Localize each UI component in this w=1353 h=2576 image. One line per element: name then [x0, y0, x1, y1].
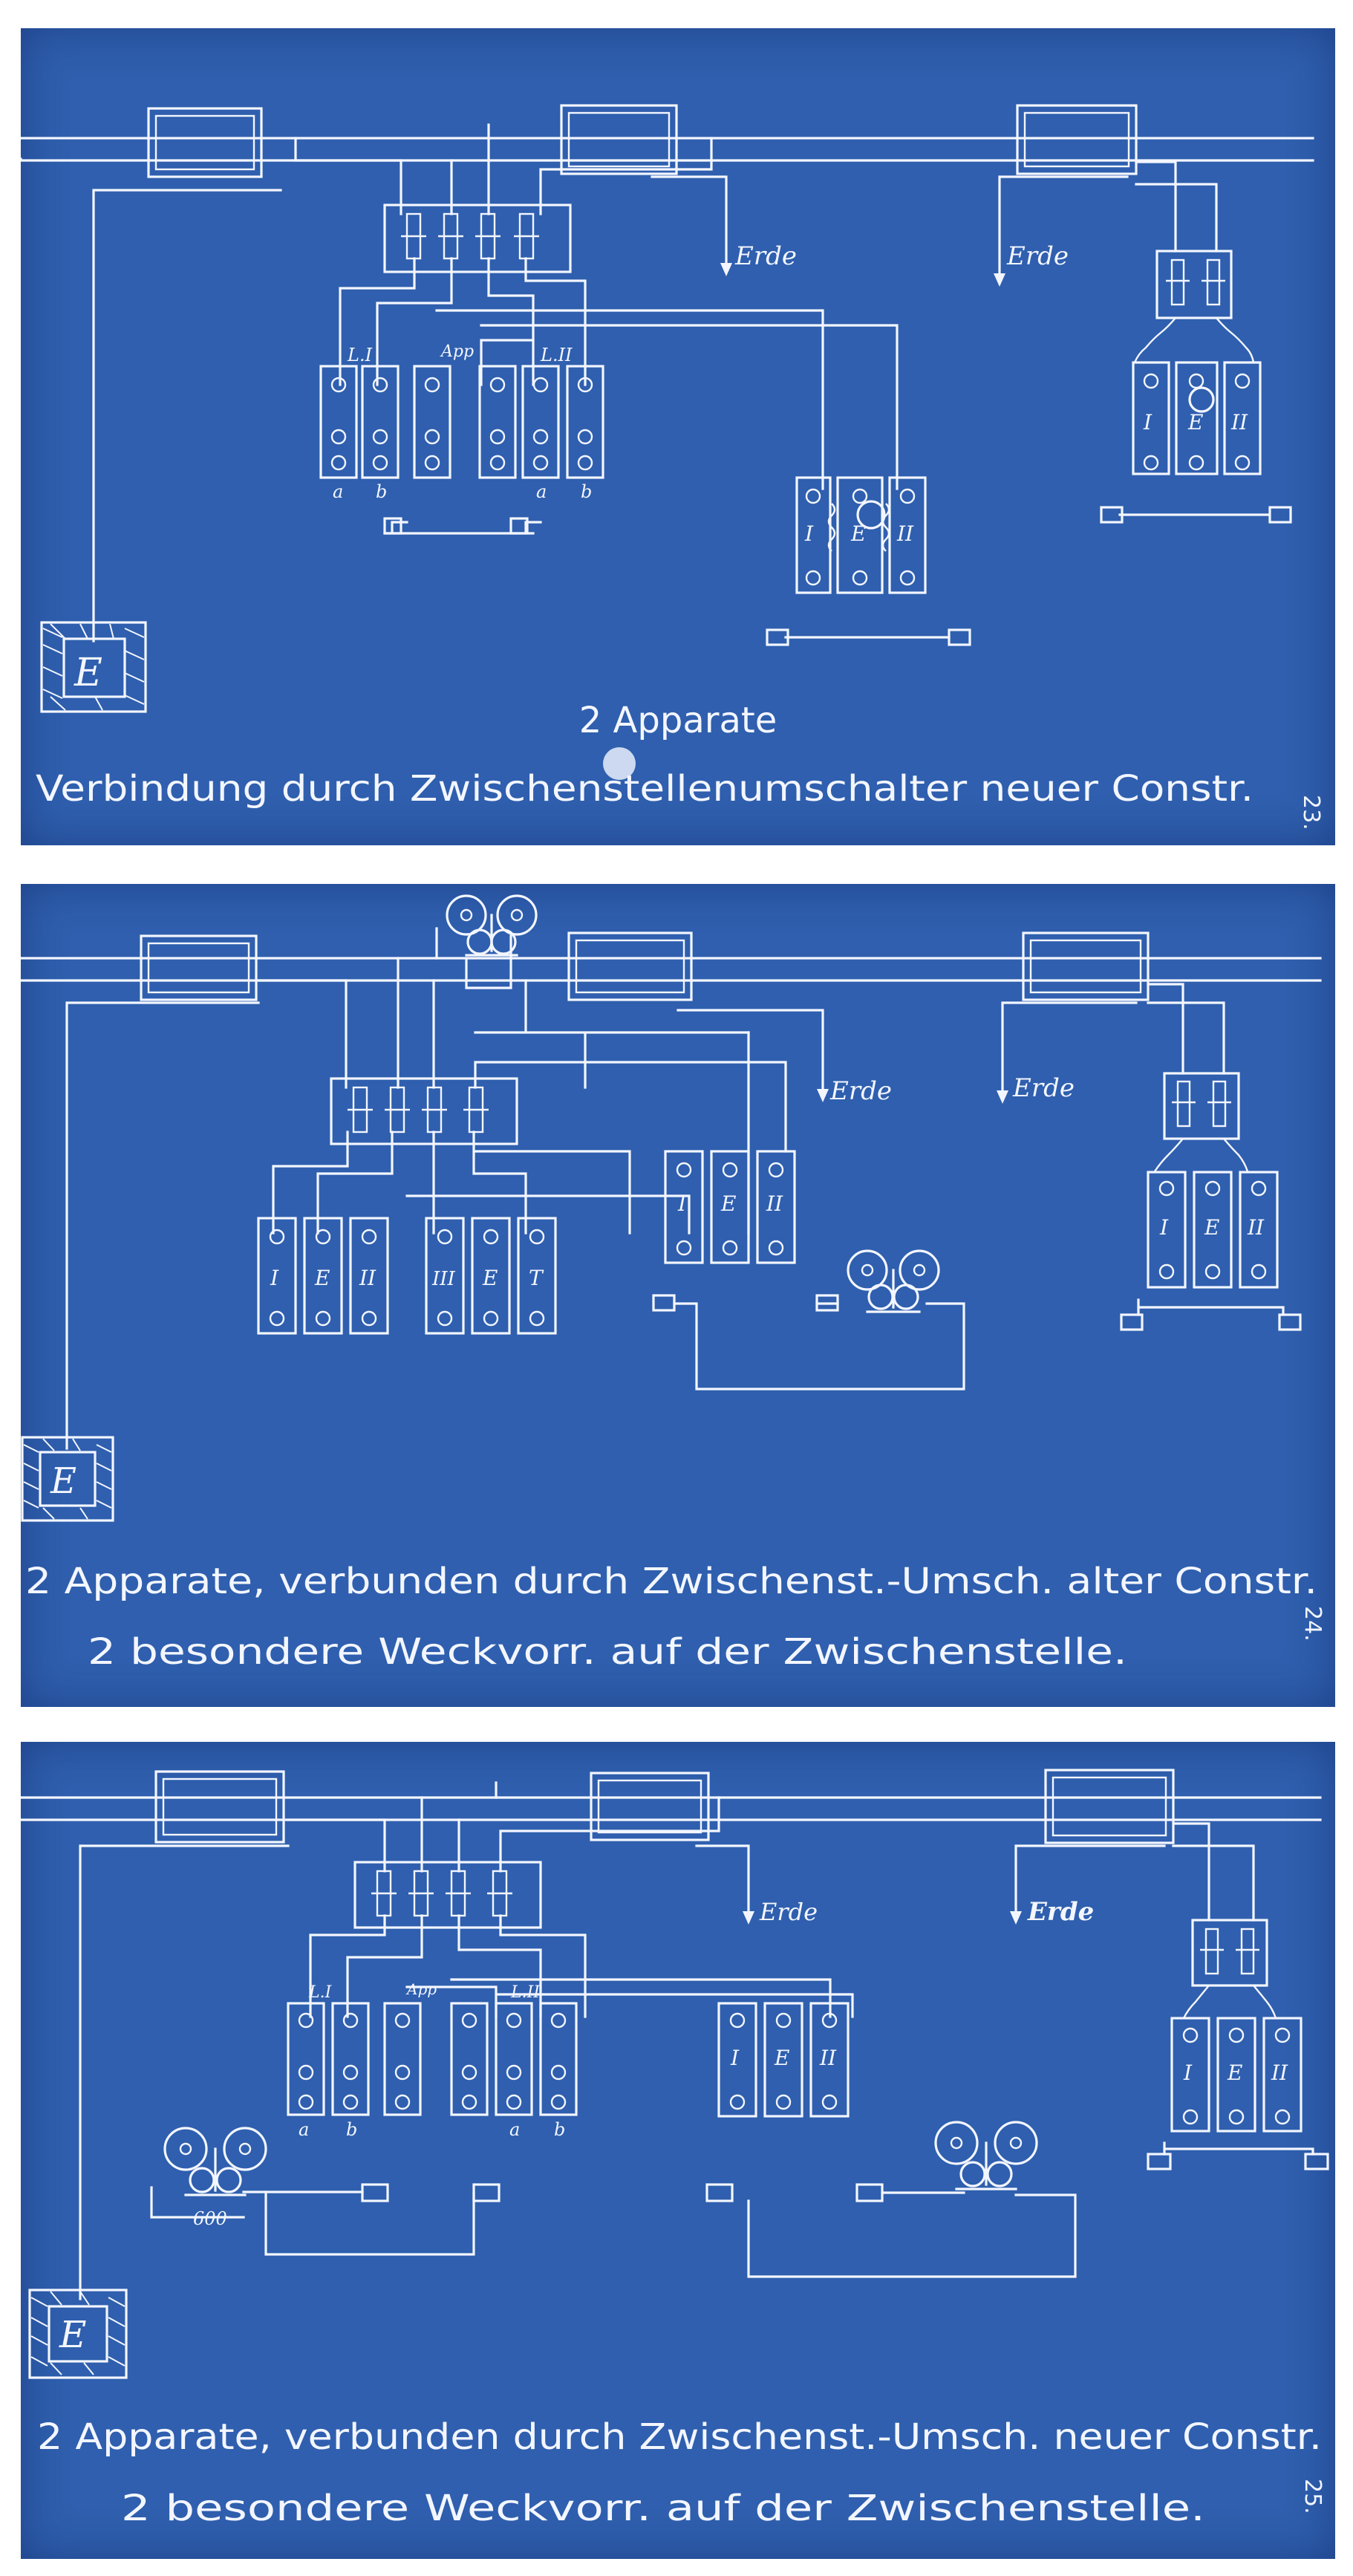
earth-plate: [28, 2289, 128, 2379]
terminal-label-l1: L.I: [308, 1983, 333, 2002]
erde-label-2: Erde: [1027, 1897, 1094, 1927]
terminal-label-l2: L.II: [510, 1983, 541, 2002]
line-protector-1: [154, 1770, 285, 1844]
middle-label-ii: II: [819, 2046, 837, 2070]
panel-25-drawing: Erde Erde E L.I App L.II a b a b 600 I E…: [21, 1769, 1329, 2529]
right-label-ii: II: [1271, 2061, 1288, 2085]
erde-label-2: Erde: [1006, 241, 1069, 271]
caption-line-2: 2 besondere Weckvorr. auf der Zwischenst…: [88, 1631, 1127, 1673]
right-label-i: I: [1183, 2061, 1193, 2085]
diagram-panel-25: Erde Erde E L.I App L.II a b a b 600 I E…: [21, 1742, 1335, 2559]
right-label-ii: II: [1247, 1215, 1265, 1240]
app1-label-ii: II: [896, 521, 914, 546]
app1-label-i: I: [804, 521, 814, 546]
apparatus-2: [1132, 361, 1262, 475]
erde-label-2: Erde: [1012, 1073, 1075, 1103]
erde-label-1: Erde: [734, 241, 797, 271]
terminal-label-b2: b: [554, 2119, 565, 2140]
app1-label-e: E: [850, 521, 866, 546]
middle-label-i: I: [677, 1191, 687, 1216]
app2-label-ii: II: [1230, 410, 1248, 435]
earth-plate: [40, 621, 147, 713]
fuse-block: [383, 204, 572, 273]
paper-spot: [603, 747, 636, 780]
caption-line-2: 2 besondere Weckvorr. auf der Zwischenst…: [121, 2488, 1205, 2529]
caption-line-1: 2 Apparate: [579, 700, 777, 741]
plate-number: 24.: [1300, 1606, 1326, 1642]
earth-plate-label: E: [59, 2313, 87, 2356]
bell-middle: [847, 1249, 940, 1313]
terminal-label-app: App: [405, 1980, 437, 1998]
line-protector-3: [1044, 1769, 1175, 1844]
earth-plate-label: E: [50, 1460, 76, 1502]
panel-23-drawing: Erde Erde E L.I App L.II a b a b I E II …: [21, 104, 1324, 830]
terminal-label-a2: a: [536, 481, 547, 502]
caption-line-2: Verbindung durch Zwischenstellenumschalt…: [36, 768, 1253, 810]
fuse-block: [330, 1077, 518, 1145]
bell-left: [163, 2127, 267, 2196]
switch-label-1: I: [270, 1266, 279, 1290]
terminal-label-l2: L.II: [540, 345, 573, 365]
switch-label-5: E: [482, 1266, 498, 1290]
caption-line-1: 2 Apparate, verbunden durch Zwischenst.-…: [25, 1561, 1317, 1602]
terminal-label-a1: a: [333, 481, 343, 502]
bell-top: [446, 894, 538, 957]
line-protector-1: [140, 934, 258, 1001]
diagram-panel-23: Erde Erde E L.I App L.II a b a b I E II …: [21, 28, 1335, 845]
bell-number-label: 600: [193, 2208, 227, 2229]
plate-number: 23.: [1298, 795, 1324, 830]
line-protector-1: [147, 107, 263, 178]
terminal-label-b2: b: [581, 481, 592, 502]
terminal-label-b1: b: [376, 481, 387, 502]
fuse-block: [353, 1861, 542, 1929]
line-protector-3: [1016, 104, 1138, 175]
middle-label-e: E: [720, 1191, 736, 1216]
switch-label-6: T: [529, 1266, 544, 1290]
terminal-strips-1: [319, 365, 604, 479]
erde-label-1: Erde: [829, 1076, 892, 1106]
app2-label-e: E: [1187, 410, 1203, 435]
bell-right: [934, 2121, 1038, 2190]
switch-label-2: E: [314, 1266, 330, 1290]
middle-apparatus: [717, 2002, 850, 2118]
right-label-e: E: [1204, 1215, 1219, 1240]
middle-label-ii: II: [766, 1191, 783, 1216]
right-label-i: I: [1159, 1215, 1169, 1240]
terminal-strips-1: [287, 2002, 578, 2116]
diagram-panel-24: Erde Erde E I E II III E T I E II I E II…: [21, 884, 1335, 1707]
plate-number: 25.: [1300, 2479, 1326, 2514]
right-apparatus: [1147, 1171, 1279, 1289]
right-label-e: E: [1227, 2061, 1242, 2085]
line-protector-2: [560, 104, 678, 175]
caption-line-1: 2 Apparate, verbunden durch Zwischenst.-…: [37, 2416, 1322, 2458]
terminal-label-l1: L.I: [347, 345, 373, 365]
line-protector-3: [1022, 931, 1150, 1001]
erde-label-1: Erde: [759, 1898, 818, 1926]
line-protector-2: [567, 931, 693, 1001]
earth-plate: [21, 1436, 114, 1522]
line-protector-2: [590, 1772, 710, 1841]
apparatus-1: [795, 476, 927, 594]
app2-label-i: I: [1143, 410, 1153, 435]
switch-label-3: II: [359, 1266, 376, 1290]
earth-plate-label: E: [74, 651, 102, 695]
right-apparatus: [1170, 2017, 1303, 2133]
terminal-label-a2: a: [509, 2119, 520, 2140]
terminal-label-a1: a: [299, 2119, 309, 2140]
switch-strips: [257, 1217, 557, 1335]
panel-24-drawing: Erde Erde E I E II III E T I E II I E II…: [21, 894, 1326, 1673]
middle-apparatus: [664, 1150, 796, 1264]
middle-label-e: E: [774, 2046, 789, 2070]
switch-label-4: III: [431, 1268, 456, 1290]
terminal-label-b1: b: [346, 2119, 357, 2140]
terminal-label-app: App: [440, 342, 474, 361]
middle-label-i: I: [730, 2046, 740, 2070]
